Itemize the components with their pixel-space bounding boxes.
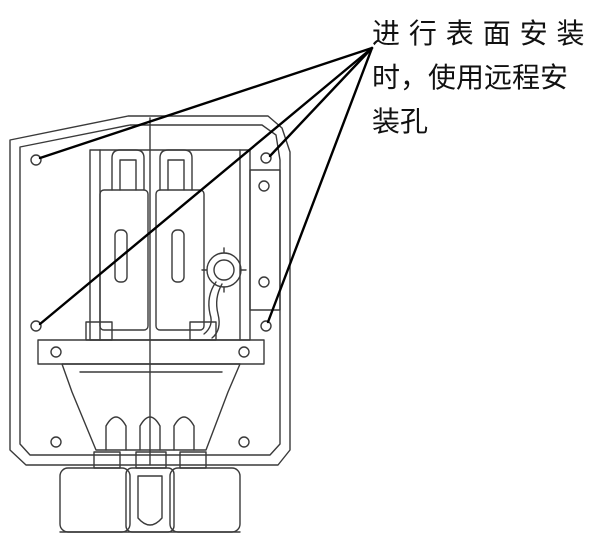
cable-gland-outer	[206, 252, 242, 288]
fitting-body-right	[169, 467, 241, 533]
manifold-tab	[85, 321, 113, 341]
flow-channel-mid	[139, 416, 161, 451]
manifold-plate	[37, 339, 265, 365]
cartridge-clip-left-inner	[119, 159, 137, 191]
leader-line	[268, 46, 374, 158]
bracket-screw-top	[258, 180, 270, 192]
leader-line	[38, 46, 374, 160]
mount-hole-bottom-left	[30, 320, 42, 332]
module-block	[89, 149, 251, 341]
fitting-body-left	[59, 467, 131, 533]
flow-funnel	[61, 363, 241, 451]
leader-line	[38, 46, 374, 326]
sensor-cartridge-left	[99, 189, 149, 331]
sensor-cartridge-right	[155, 189, 205, 331]
manifold-tab	[189, 321, 217, 341]
callout-line-3: 装孔	[372, 105, 429, 138]
lower-screw-right	[238, 436, 250, 448]
flow-channel-right	[173, 416, 195, 451]
cartridge-clip-right	[159, 149, 193, 191]
bracket-screw-bottom	[258, 276, 270, 288]
manifold-screw-left	[50, 346, 62, 358]
cartridge-clip-right-inner	[167, 159, 185, 191]
callout-line-2: 时，使用远程安	[372, 61, 569, 94]
fitting-cap	[137, 475, 163, 526]
cartridge-window-right	[171, 229, 185, 283]
enclosure-outer	[9, 115, 291, 466]
cable	[211, 283, 223, 339]
lower-screw-left	[50, 436, 62, 448]
mounting-callout: 进 行 表 面 安 装 时，使用远程安 装孔	[372, 12, 604, 144]
cartridge-window-left	[114, 229, 128, 283]
callout-line-1: 进 行 表 面 安 装	[372, 17, 585, 50]
cable-gland-inner	[213, 259, 235, 281]
cable	[203, 281, 217, 335]
flow-channel-left	[105, 416, 127, 451]
mount-hole-top-left	[30, 154, 42, 166]
fitting-body-mid	[125, 467, 175, 533]
mount-hole-top-right	[260, 152, 272, 164]
leader-line	[266, 46, 374, 324]
cartridge-clip-left	[111, 149, 145, 191]
mount-hole-bottom-right	[260, 320, 272, 332]
manifold-screw-right	[238, 346, 250, 358]
